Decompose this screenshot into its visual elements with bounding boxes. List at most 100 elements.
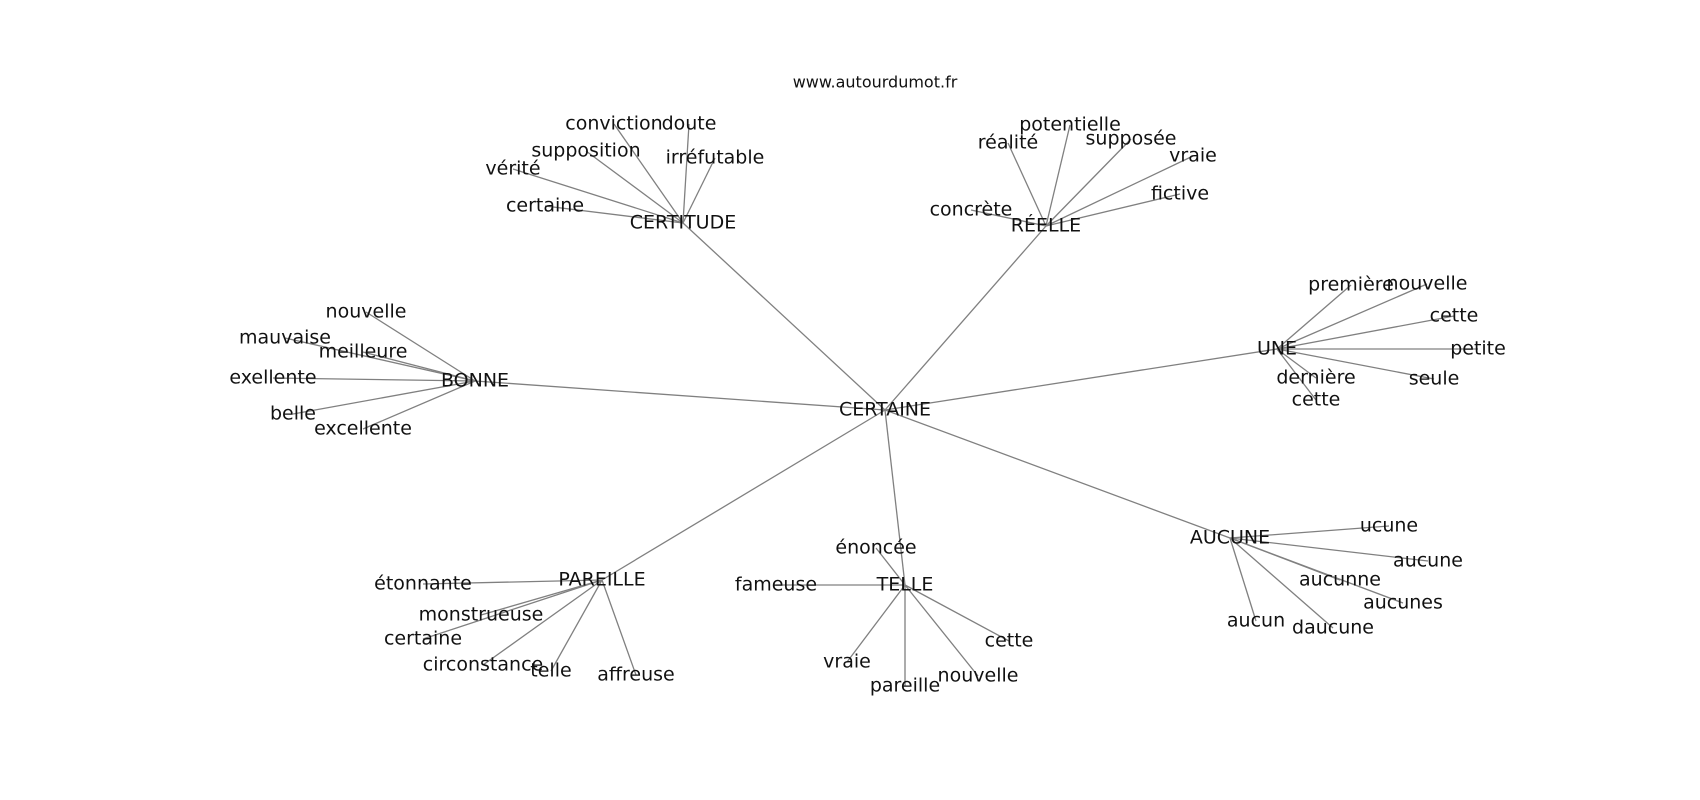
edge-hub-to-word — [362, 380, 476, 430]
hub-word: PAREILLE — [558, 569, 645, 591]
edge-hub-to-word — [480, 579, 603, 616]
related-word: certaine — [384, 628, 462, 650]
related-word: nouvelle — [938, 665, 1019, 687]
related-word: supposition — [531, 140, 640, 162]
edge-hub-to-word — [1276, 348, 1317, 379]
edge-hub-to-word — [550, 579, 603, 672]
related-word: ucune — [1360, 515, 1418, 537]
edge-center-to-hub — [884, 409, 1231, 539]
edge-hub-to-word — [1045, 124, 1071, 227]
edge-center-to-hub — [884, 348, 1278, 411]
edge-hub-to-word — [284, 337, 476, 382]
related-word: irréfutable — [666, 147, 765, 169]
related-word: aucun — [1227, 610, 1285, 632]
related-word: énoncée — [835, 537, 916, 559]
related-word: exellente — [229, 367, 316, 389]
edge-hub-to-word — [682, 123, 690, 224]
related-word: petite — [1450, 338, 1506, 360]
related-word: daucune — [1292, 617, 1374, 639]
related-word: circonstance — [423, 654, 543, 676]
hub-word: CERTITUDE — [630, 212, 736, 234]
edge-hub-to-word — [875, 547, 906, 586]
edge-hub-to-word — [292, 380, 476, 415]
edge-hub-to-word — [1229, 537, 1404, 604]
edge-hub-to-word — [904, 584, 979, 677]
edge-hub-to-word — [1045, 155, 1194, 227]
edge-hub-to-word — [1045, 138, 1132, 227]
edge-center-to-hub — [474, 380, 886, 411]
edge-center-to-hub — [884, 409, 906, 586]
edge-hub-to-word — [1276, 284, 1352, 350]
edge-hub-to-word — [682, 157, 716, 224]
related-word: monstrueuse — [419, 604, 544, 626]
edge-hub-to-word — [846, 584, 906, 663]
related-word: aucunes — [1363, 592, 1443, 614]
related-word: fictive — [1151, 183, 1209, 205]
hub-word: TELLE — [876, 574, 934, 596]
related-word: réalité — [978, 132, 1038, 154]
edge-hub-to-word — [272, 377, 476, 382]
related-word: conviction — [565, 113, 662, 135]
edge-hub-to-word — [601, 579, 637, 676]
edge-hub-to-word — [904, 584, 1010, 642]
related-word: pareille — [870, 675, 940, 697]
edge-hub-to-word — [362, 351, 476, 382]
edge-hub-to-word — [1276, 283, 1428, 350]
related-word: vraie — [823, 651, 871, 673]
related-word: certaine — [506, 195, 584, 217]
related-word: aucune — [1393, 550, 1463, 572]
related-word: dernière — [1276, 367, 1355, 389]
edge-hub-to-word — [482, 579, 603, 666]
graph-labels: www.autourdumot.fr CERTAINE CERTITUDE conv… — [229, 73, 1505, 697]
related-word: doute — [662, 113, 717, 135]
related-word: belle — [270, 403, 316, 425]
edge-hub-to-word — [1229, 537, 1429, 562]
edge-hub-to-word — [1229, 537, 1334, 629]
related-word: concrète — [930, 199, 1013, 221]
related-word: aucunne — [1299, 569, 1381, 591]
edge-hub-to-word — [1045, 193, 1181, 227]
edge-hub-to-word — [365, 311, 476, 382]
related-word: vérité — [485, 158, 540, 180]
related-word: telle — [530, 660, 571, 682]
related-word: affreuse — [597, 664, 674, 686]
edge-hub-to-word — [1229, 537, 1257, 622]
edge-hub-to-word — [1229, 525, 1390, 539]
center-word: CERTAINE — [839, 399, 931, 421]
related-word: fameuse — [735, 574, 817, 596]
related-word: première — [1308, 274, 1394, 296]
related-word: supposée — [1086, 128, 1177, 150]
edge-hub-to-word — [1276, 315, 1455, 350]
hub-word: AUCUNE — [1190, 527, 1270, 549]
hub-word: BONNE — [441, 370, 509, 392]
related-word: excellente — [314, 418, 412, 440]
edge-hub-to-word — [585, 150, 684, 224]
related-word: nouvelle — [326, 301, 407, 323]
hub-word: RÉELLE — [1011, 214, 1081, 237]
edge-center-to-hub — [682, 222, 886, 411]
related-word: potentielle — [1019, 114, 1121, 136]
edge-hub-to-word — [613, 123, 684, 224]
edge-hub-to-word — [422, 579, 603, 585]
related-word: vraie — [1169, 145, 1217, 167]
edge-hub-to-word — [544, 205, 684, 224]
related-word: seule — [1409, 368, 1460, 390]
edge-hub-to-word — [970, 209, 1047, 227]
related-word: étonnante — [374, 573, 472, 595]
related-word: mauvaise — [239, 327, 331, 349]
edge-hub-to-word — [1276, 348, 1435, 380]
related-word: cette — [1292, 389, 1341, 411]
edge-center-to-hub — [884, 225, 1047, 411]
related-word: cette — [985, 630, 1034, 652]
edge-hub-to-word — [1276, 348, 1317, 401]
graph-edges — [272, 123, 1478, 686]
edge-hub-to-word — [1007, 142, 1047, 227]
hub-word: UNE — [1257, 338, 1297, 360]
edge-hub-to-word — [512, 168, 684, 224]
related-word: nouvelle — [1387, 273, 1468, 295]
site-watermark: www.autourdumot.fr — [793, 73, 958, 92]
edge-hub-to-word — [422, 579, 603, 640]
edge-center-to-hub — [601, 409, 886, 581]
related-word: cette — [1430, 305, 1479, 327]
